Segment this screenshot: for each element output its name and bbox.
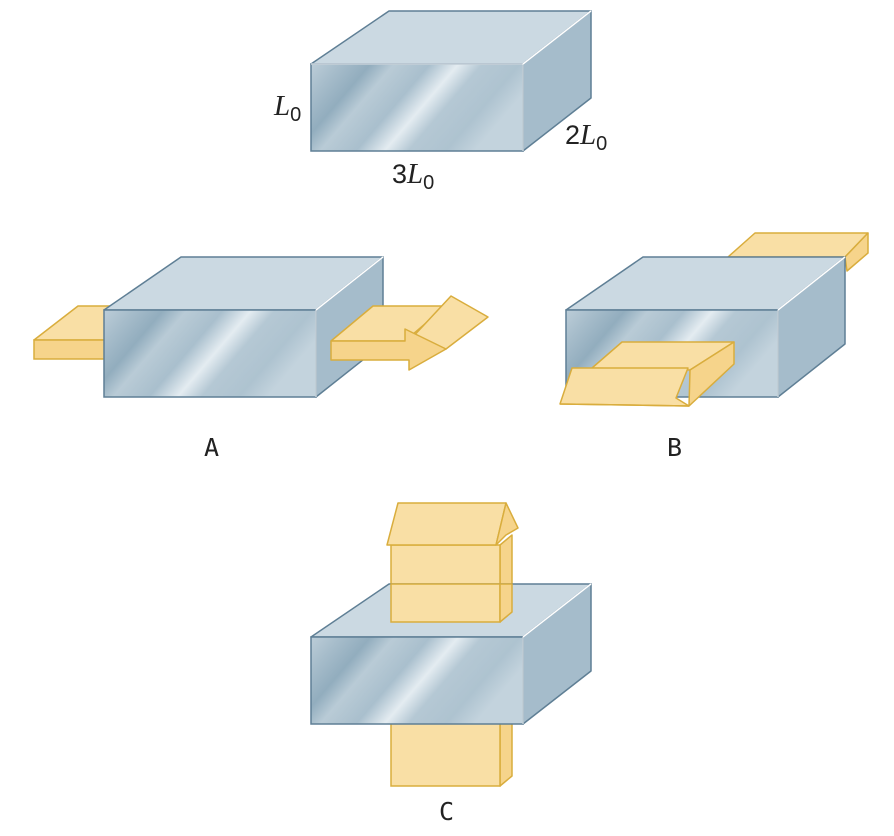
reference-block-front-face [310, 63, 524, 152]
force-c-bottom [390, 709, 513, 787]
caption-b: B [667, 433, 682, 462]
force-a-left [33, 305, 123, 360]
reference-block [310, 10, 592, 152]
force-a-right-arrow [330, 295, 489, 371]
caption-c: C [439, 797, 454, 826]
panel-a [33, 256, 489, 398]
height-label: L0 [273, 90, 301, 126]
panel-c [310, 502, 592, 787]
caption-a: A [204, 433, 219, 462]
panel-b [559, 232, 869, 407]
force-b-back [727, 232, 869, 272]
width-label: 3L0 [392, 158, 434, 194]
depth-label: 2L0 [565, 119, 607, 155]
block-c-front-face [310, 636, 524, 725]
block-a-front-face [103, 309, 317, 398]
force-b-front-arrow [559, 341, 735, 407]
